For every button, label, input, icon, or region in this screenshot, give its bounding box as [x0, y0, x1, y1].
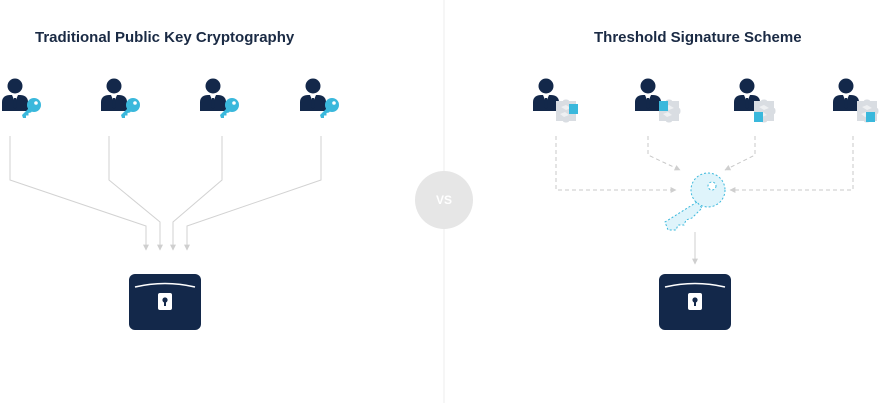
user-icon	[533, 78, 559, 111]
connector-line	[170, 136, 223, 251]
share-highlight	[866, 112, 875, 122]
left-panel	[2, 78, 339, 330]
connector-line	[108, 136, 163, 251]
user-with-key	[300, 78, 339, 118]
vs-badge: VS	[415, 171, 473, 229]
share-highlight	[659, 101, 668, 111]
left-panel-title: Traditional Public Key Cryptography	[35, 29, 295, 46]
user-with-key	[101, 78, 140, 118]
user-icon	[635, 78, 661, 111]
right-panel	[533, 78, 879, 330]
user-icon	[2, 78, 28, 111]
user-with-key	[200, 78, 239, 118]
user-icon	[101, 78, 127, 111]
locked-chest-icon	[659, 274, 731, 330]
user-with-key-share	[635, 78, 681, 123]
dashed-connector	[729, 136, 854, 193]
connector-line	[9, 136, 149, 251]
combined-key-icon	[664, 172, 726, 231]
dashed-connector	[555, 136, 677, 193]
right-panel-title: Threshold Signature Scheme	[594, 29, 802, 46]
user-with-key	[2, 78, 41, 118]
locked-chest-icon	[129, 274, 201, 330]
user-icon	[833, 78, 859, 111]
dashed-connector	[724, 136, 756, 171]
user-icon	[300, 78, 326, 111]
connector-line	[184, 136, 322, 251]
user-with-key-share	[533, 78, 578, 123]
share-highlight	[569, 104, 578, 114]
user-icon	[200, 78, 226, 111]
dashed-connector	[647, 136, 681, 171]
share-highlight	[754, 112, 763, 122]
user-with-key-share	[833, 78, 879, 123]
user-with-key-share	[734, 78, 776, 123]
